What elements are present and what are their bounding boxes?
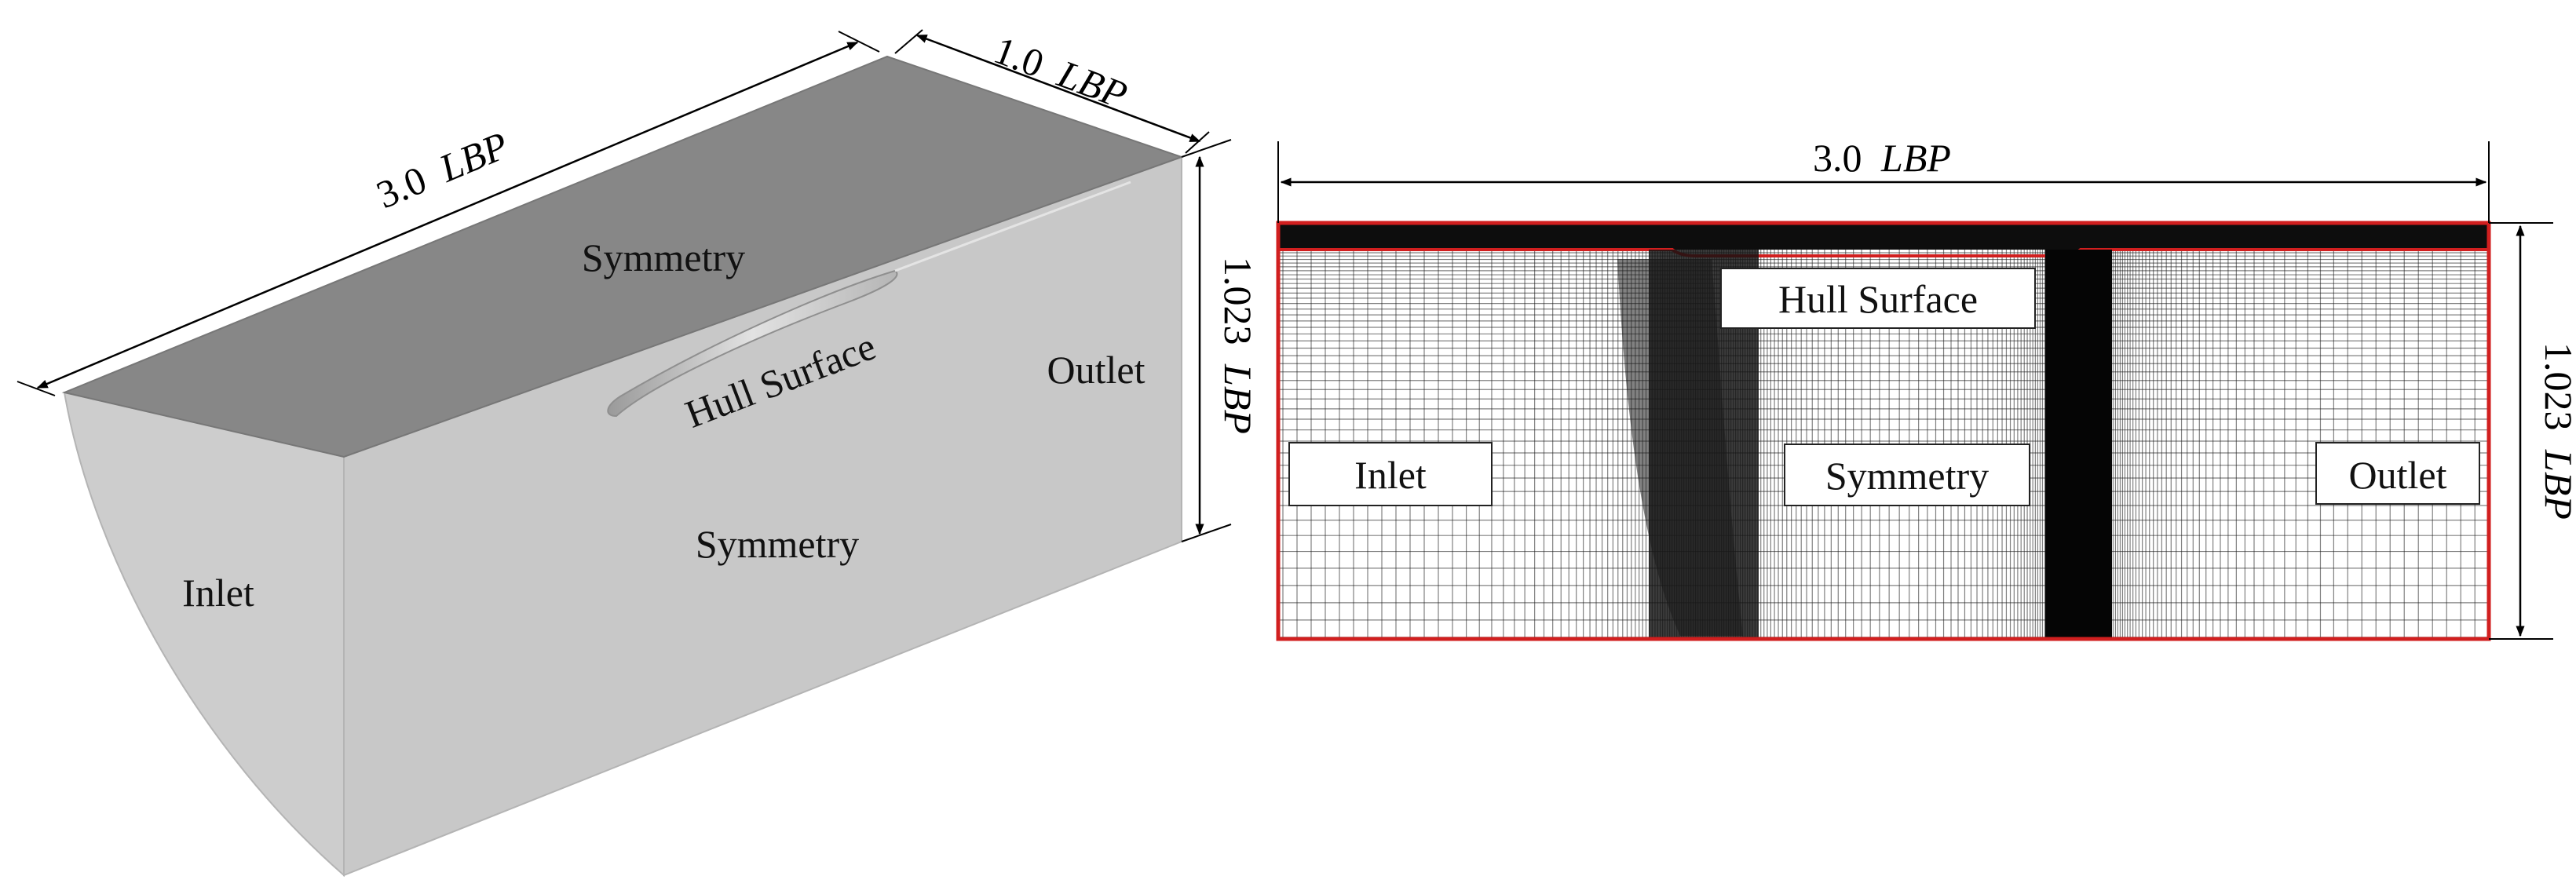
svg-text:1.023 LBP: 1.023 LBP bbox=[2537, 342, 2576, 520]
svg-text:3.0 LBP: 3.0 LBP bbox=[370, 122, 514, 217]
svg-text:1.023 LBP: 1.023 LBP bbox=[1216, 257, 1260, 434]
domain-3d-view: Symmetry Symmetry Inlet Outlet Hull Surf… bbox=[16, 27, 1260, 878]
outlet-tag-text: Outlet bbox=[2349, 453, 2447, 497]
height-unit: LBP bbox=[1216, 363, 1260, 434]
mesh-length-value: 3.0 bbox=[1813, 136, 1862, 180]
mesh-side-view: Hull Surface Inlet Symmetry Outlet 3.0 L… bbox=[1276, 136, 2576, 641]
symmetry-tag: Symmetry bbox=[1784, 444, 2030, 506]
width-unit: LBP bbox=[1051, 51, 1133, 117]
length-unit: LBP bbox=[433, 122, 515, 190]
top-dense-band bbox=[1278, 223, 2489, 250]
width-value: 1.0 bbox=[988, 27, 1050, 86]
hull-waterline bbox=[894, 181, 1131, 272]
inlet-label: Inlet bbox=[182, 571, 254, 615]
length-value: 3.0 bbox=[370, 157, 432, 217]
height-value: 1.023 bbox=[1216, 257, 1260, 345]
hull-surface-tag: Hull Surface bbox=[1720, 268, 2036, 329]
stern-dense-zone bbox=[2045, 250, 2112, 639]
mesh-length-unit: LBP bbox=[1880, 136, 1951, 180]
height-dimension: 1.023 LBP bbox=[1181, 139, 1260, 542]
mesh-boundary bbox=[1276, 221, 2491, 641]
side-symmetry-label: Symmetry bbox=[696, 522, 859, 566]
top-symmetry-label: Symmetry bbox=[582, 235, 745, 279]
inlet-tag-text: Inlet bbox=[1354, 453, 1427, 497]
hull-surface-tag-text: Hull Surface bbox=[1778, 277, 1978, 321]
mesh-length-dimension: 3.0 LBP bbox=[1277, 136, 2490, 223]
outlet-tag: Outlet bbox=[2315, 442, 2480, 505]
mesh-height-value: 1.023 bbox=[2537, 342, 2576, 431]
outlet-label: Outlet bbox=[1047, 348, 1145, 392]
symmetry-tag-text: Symmetry bbox=[1825, 454, 1989, 498]
inlet-tag: Inlet bbox=[1288, 442, 1493, 506]
mesh-height-unit: LBP bbox=[2537, 449, 2576, 520]
svg-text:3.0 LBP: 3.0 LBP bbox=[1813, 136, 1951, 180]
inlet-face bbox=[63, 391, 345, 878]
mesh-height-dimension: 1.023 LBP bbox=[2489, 222, 2576, 640]
bow-wave-pattern bbox=[1617, 259, 1743, 636]
